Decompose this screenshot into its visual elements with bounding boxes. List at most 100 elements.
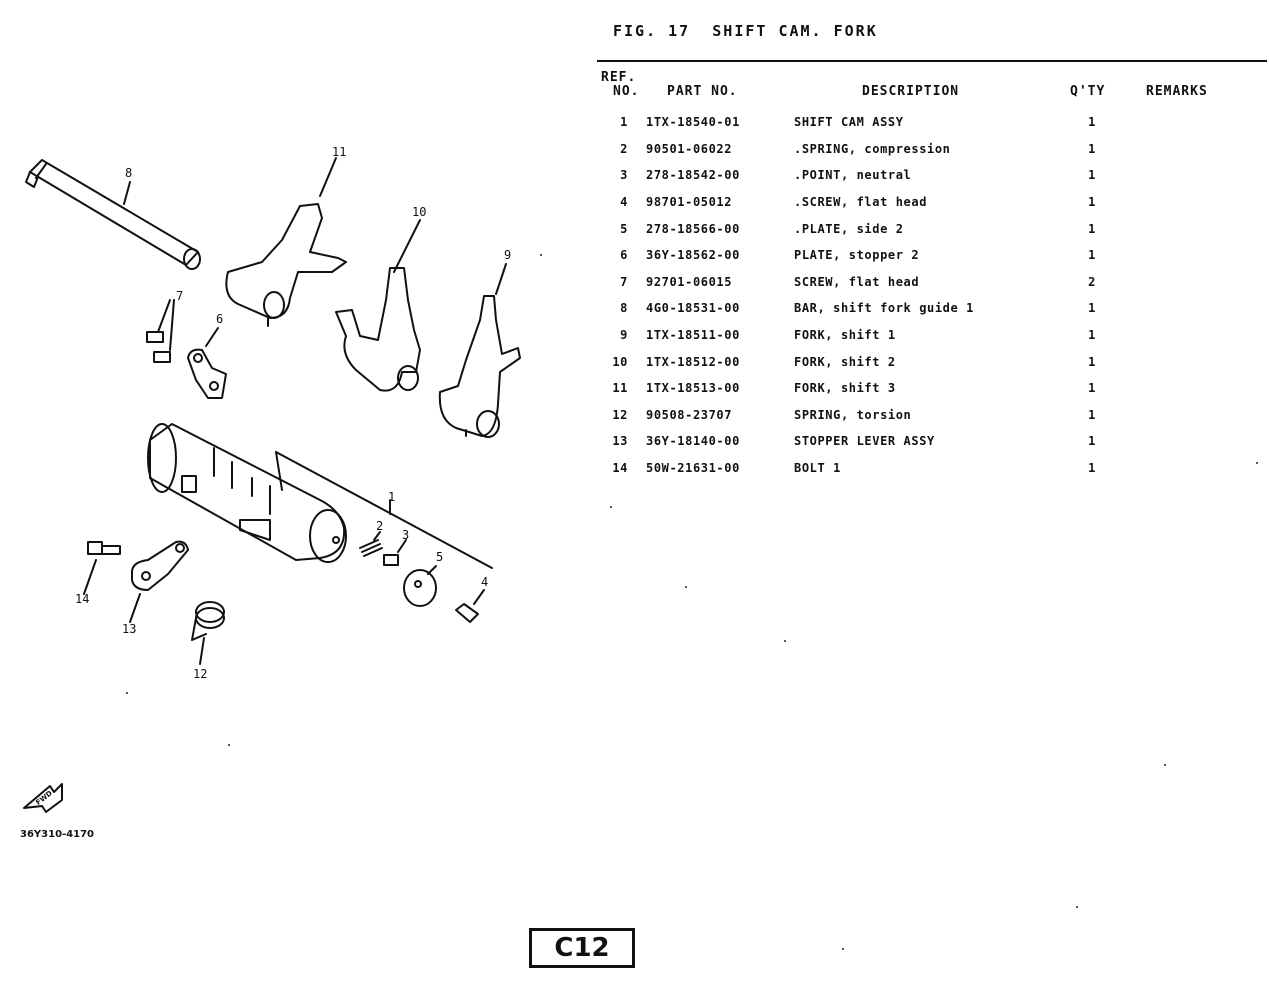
cell-part-no: 278-18542-00 xyxy=(646,168,740,183)
cell-part-no: 1TX-18511-00 xyxy=(646,328,740,343)
part-stopper-lever xyxy=(129,540,189,623)
col-description: DESCRIPTION xyxy=(862,84,960,99)
cell-part-no: 36Y-18140-00 xyxy=(646,434,740,449)
cell-qty: 1 xyxy=(1088,248,1096,263)
cell-remarks xyxy=(1110,162,1230,189)
scan-speck xyxy=(1256,462,1258,464)
cell-qty: 1 xyxy=(1088,168,1096,183)
scan-speck xyxy=(842,948,844,950)
part-stopper-plate xyxy=(187,327,227,399)
cell-ref: 12 xyxy=(612,407,628,422)
scan-speck xyxy=(784,640,786,642)
part-fork-1 xyxy=(438,295,521,438)
cell-part-no: 98701-05012 xyxy=(646,195,733,210)
cell-ref: 14 xyxy=(612,461,628,476)
scan-speck xyxy=(126,692,128,694)
cell-description: SCREW, flat head xyxy=(794,274,920,289)
callout-6: 6 xyxy=(216,312,224,326)
scan-speck xyxy=(540,254,542,256)
table-row: 2 90501-06022 .SPRING, compression 1 xyxy=(598,136,1230,163)
cell-qty: 1 xyxy=(1088,328,1096,343)
cell-ref: 2 xyxy=(620,141,628,156)
col-ref-line1: REF. xyxy=(601,70,637,85)
scan-speck xyxy=(685,586,687,588)
cell-part-no: 1TX-18512-00 xyxy=(646,354,740,369)
cell-description: PLATE, stopper 2 xyxy=(794,248,920,263)
exploded-diagram xyxy=(23,157,521,813)
cell-description: SPRING, torsion xyxy=(794,407,912,422)
cell-ref: 1 xyxy=(620,115,628,130)
cell-part-no: 1TX-18540-01 xyxy=(646,115,740,130)
callout-8: 8 xyxy=(125,166,133,180)
cell-qty: 1 xyxy=(1088,301,1096,316)
cell-remarks xyxy=(1110,348,1230,375)
cell-qty: 1 xyxy=(1088,461,1096,476)
cell-description: .PLATE, side 2 xyxy=(794,221,904,236)
cell-part-no: 90501-06022 xyxy=(646,141,733,156)
col-part-no: PART NO. xyxy=(667,84,738,99)
cell-ref: 10 xyxy=(612,354,628,369)
cell-part-no: 36Y-18562-00 xyxy=(646,248,740,263)
cell-description: BOLT 1 xyxy=(794,461,841,476)
part-shift-cam xyxy=(147,423,493,569)
cell-qty: 1 xyxy=(1088,115,1096,130)
drawing-code: 36Y310-4170 xyxy=(20,829,95,840)
callout-9: 9 xyxy=(504,248,512,262)
cell-ref: 4 xyxy=(620,195,628,210)
cell-remarks xyxy=(1110,375,1230,402)
part-screws-7 xyxy=(146,299,175,363)
cell-qty: 1 xyxy=(1088,141,1096,156)
part-guide-bar xyxy=(25,159,201,270)
cell-description: STOPPER LEVER ASSY xyxy=(794,434,935,449)
cell-part-no: 50W-21631-00 xyxy=(646,461,740,476)
part-torsion-spring xyxy=(191,601,225,665)
callout-4: 4 xyxy=(481,575,489,589)
cell-description: .SPRING, compression xyxy=(794,141,951,156)
cell-remarks xyxy=(1110,215,1230,242)
cell-qty: 1 xyxy=(1088,407,1096,422)
cell-qty: 1 xyxy=(1088,195,1096,210)
cell-remarks xyxy=(1110,295,1230,322)
cell-part-no: 1TX-18513-00 xyxy=(646,381,740,396)
cell-remarks xyxy=(1110,189,1230,216)
callout-5: 5 xyxy=(436,550,444,564)
part-flat-screw xyxy=(455,589,485,623)
cell-description: FORK, shift 3 xyxy=(794,381,896,396)
callout-11: 11 xyxy=(332,145,347,159)
cell-description: BAR, shift fork guide 1 xyxy=(794,301,974,316)
cell-qty: 1 xyxy=(1088,221,1096,236)
cell-remarks xyxy=(1110,455,1230,482)
part-neutral-point xyxy=(383,539,407,566)
scan-speck xyxy=(1164,764,1166,766)
part-bolt xyxy=(83,541,121,595)
cell-remarks xyxy=(1110,428,1230,455)
callout-1: 1 xyxy=(388,490,396,504)
part-spring-compression xyxy=(359,531,383,557)
callout-13: 13 xyxy=(122,622,137,636)
part-fork-2 xyxy=(335,267,421,392)
table-row: 14 50W-21631-00 BOLT 1 1 xyxy=(598,455,1230,482)
col-qty: Q'TY xyxy=(1070,84,1106,99)
part-side-plate xyxy=(403,565,437,607)
col-ref-line2: NO. xyxy=(613,84,640,99)
page-badge: C12 xyxy=(529,928,635,968)
scan-speck xyxy=(610,506,612,508)
part-fork-3 xyxy=(225,203,347,327)
cell-remarks xyxy=(1110,269,1230,296)
header-rule xyxy=(597,60,1267,62)
cell-remarks xyxy=(1110,242,1230,269)
callout-2: 2 xyxy=(376,519,384,533)
cell-remarks xyxy=(1110,402,1230,429)
